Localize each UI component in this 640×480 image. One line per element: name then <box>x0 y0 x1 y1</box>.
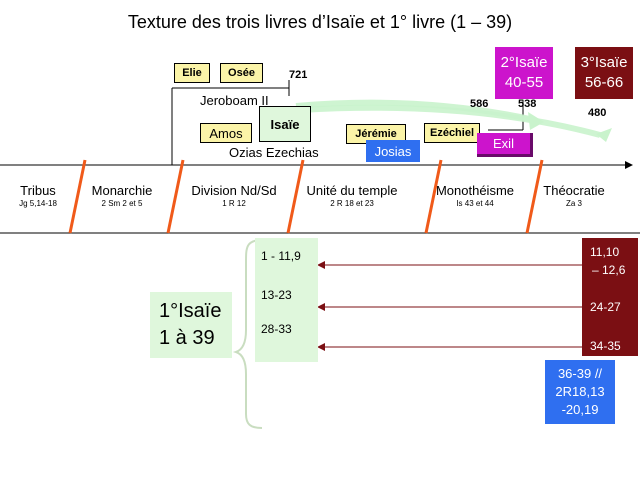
first-isaiah-chapters: 1 à 39 <box>159 327 215 349</box>
king-ozias-ezechias: Ozias Ezechias <box>229 145 319 160</box>
parallel-line-2: 2R18,13 <box>555 384 605 399</box>
exil-box: Exil <box>477 133 533 157</box>
orange-divider-1 <box>68 159 87 234</box>
prophet-amos: Amos <box>200 123 252 143</box>
date-721: 721 <box>289 69 308 81</box>
orange-divider-2 <box>166 159 185 234</box>
period-division: Division Nd/Sd 1 R 12 <box>182 183 286 209</box>
second-isaiah-chapters: 40-55 <box>504 74 544 91</box>
orange-divider-4 <box>424 159 443 234</box>
period-label: Division Nd/Sd <box>191 183 277 198</box>
period-theocratie: Théocratie Za 3 <box>538 183 610 209</box>
second-isaiah-name: 2°Isaïe <box>500 54 548 71</box>
date-538: 538 <box>518 98 537 110</box>
third-isaiah-name: 3°Isaïe <box>580 54 628 71</box>
third-isaiah-chapters: 56-66 <box>584 74 624 91</box>
prophet-jeremie: Jérémie <box>346 124 406 144</box>
period-monotheisme: Monothéisme Is 43 et 44 <box>432 183 518 209</box>
prophet-elie: Elie <box>174 63 210 83</box>
period-ref: Is 43 et 44 <box>456 199 494 208</box>
period-tribus: Tribus Jg 5,14-18 <box>8 183 68 209</box>
green-flow-arrow-2 <box>299 104 601 138</box>
king-josias: Josias <box>366 140 420 162</box>
right-section-1a: 11,10 <box>590 245 620 259</box>
period-ref: Jg 5,14-18 <box>19 199 57 208</box>
date-586: 586 <box>470 98 489 110</box>
parallel-line-3: -20,19 <box>561 402 599 417</box>
first-isaiah-name: 1°Isaïe <box>159 300 222 322</box>
section-2: 13-23 <box>261 288 292 302</box>
date-480: 480 <box>588 107 607 119</box>
section-1: 1 - 11,9 <box>261 249 301 263</box>
second-isaiah-box: 2°Isaïe 40-55 <box>495 47 553 99</box>
parallel-box: 36-39 // 2R18,13 -20,19 <box>545 360 615 424</box>
right-section-1b: – 12,6 <box>592 263 626 277</box>
right-section-3: 34-35 <box>590 339 621 353</box>
period-label: Monothéisme <box>435 183 515 198</box>
page-title: Texture des trois livres d’Isaïe et 1° l… <box>127 12 513 32</box>
period-label: Monarchie <box>91 183 153 198</box>
third-isaiah-box: 3°Isaïe 56-66 <box>575 47 633 99</box>
prophet-osee: Osée <box>220 63 263 83</box>
period-ref: 2 Sm 2 et 5 <box>101 199 143 208</box>
period-monarchie: Monarchie 2 Sm 2 et 5 <box>84 183 160 209</box>
period-unite-temple: Unité du temple 2 R 18 et 23 <box>296 183 408 209</box>
period-label: Unité du temple <box>306 183 398 198</box>
green-arrowhead-2 <box>596 128 612 142</box>
green-arrowhead-1 <box>528 112 544 130</box>
parallel-line-1: 36-39 // <box>557 366 603 381</box>
period-ref: Za 3 <box>565 199 582 208</box>
sections-column <box>255 238 318 362</box>
prophet-ezechiel: Ezéchiel <box>424 123 480 143</box>
period-ref: 2 R 18 et 23 <box>330 199 374 208</box>
curly-brace <box>232 239 263 429</box>
prophet-isaie: Isaïe <box>259 106 311 142</box>
right-section-2: 24-27 <box>590 300 621 314</box>
orange-divider-3 <box>286 159 305 234</box>
right-sections-column <box>582 238 638 356</box>
period-label: Théocratie <box>543 183 605 198</box>
period-ref: 1 R 12 <box>222 199 246 208</box>
orange-divider-5 <box>525 159 544 234</box>
king-jeroboam: Jeroboam II <box>200 93 269 108</box>
first-isaiah-box: 1°Isaïe 1 à 39 <box>150 292 232 358</box>
section-3: 28-33 <box>261 322 292 336</box>
period-label: Tribus <box>20 183 56 198</box>
